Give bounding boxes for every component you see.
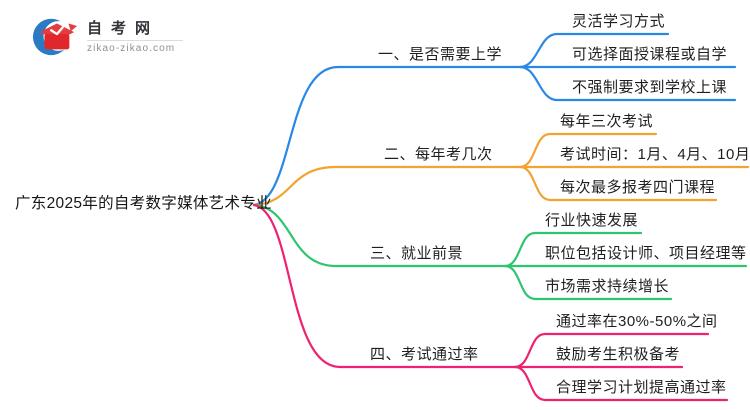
branch-4-lines xyxy=(252,203,729,402)
branch-1-leaf-2: 可选择面授课程或自学 xyxy=(572,46,728,63)
branch-2-leaf-2: 考试时间：1月、4月、10月 xyxy=(560,146,750,163)
zikao-logo-icon xyxy=(32,18,78,56)
branch-3-leaf-1: 行业快速发展 xyxy=(545,212,639,229)
branch-1-leaf-3: 不强制要求到学校上课 xyxy=(572,79,728,96)
branch-4-label: 四、考试通过率 xyxy=(370,346,479,363)
branch-2-lines xyxy=(252,132,750,207)
branch-4-leaf-1: 通过率在30%-50%之间 xyxy=(556,313,718,330)
branch-1-label: 一、是否需要上学 xyxy=(378,46,503,63)
branch-2-leaf-1: 每年三次考试 xyxy=(560,113,654,130)
branch-3-lines xyxy=(252,203,748,301)
branch-4-leaf-3: 合理学习计划提高通过率 xyxy=(556,379,727,396)
branch-2-label: 二、每年考几次 xyxy=(384,146,493,163)
branch-3-label: 三、就业前景 xyxy=(370,245,464,262)
branch-2-leaf-3: 每次最多报考四门课程 xyxy=(560,179,716,196)
branch-1-lines xyxy=(252,32,737,207)
branch-3-leaf-3: 市场需求持续增长 xyxy=(545,278,670,295)
branch-1-leaf-1: 灵活学习方式 xyxy=(572,13,666,30)
branch-4-leaf-2: 鼓励考生积极备考 xyxy=(556,346,681,363)
logo-title: 自考网 xyxy=(87,19,160,37)
branch-3-leaf-2: 职位包括设计师、项目经理等 xyxy=(545,245,747,262)
site-logo[interactable]: 自考网 zikao-zikao.com xyxy=(30,12,183,60)
root-node: 广东2025年的自考数字媒体艺术专业 xyxy=(15,195,272,212)
logo-domain: zikao-zikao.com xyxy=(87,42,176,54)
logo-divider xyxy=(87,39,183,41)
